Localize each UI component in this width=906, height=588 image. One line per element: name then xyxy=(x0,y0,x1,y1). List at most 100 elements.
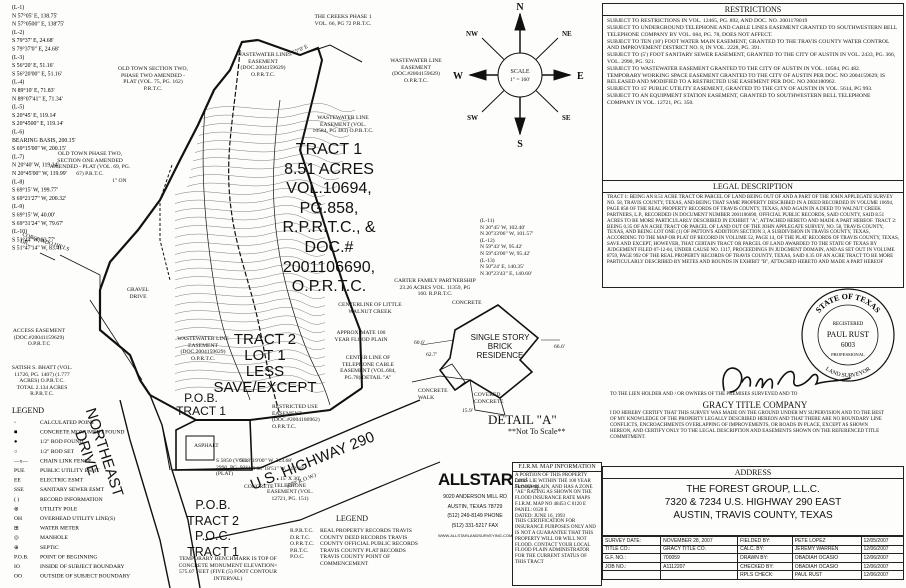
tract2-save-except: SAVE/EXCEPT xyxy=(213,379,317,396)
detail-a-title: DETAIL "A" xyxy=(488,412,557,427)
coronado-hills-line xyxy=(59,254,101,290)
lot-record-label: S 5850 (VOL. 2990, PG. 921) (PLAT) xyxy=(216,458,251,478)
address-title: ADDRESS xyxy=(603,467,903,479)
floodplain-label: APPROXIMATE 100 YEAR FLOOD PLAIN xyxy=(334,330,388,343)
contour-lines xyxy=(174,103,356,393)
contour-line xyxy=(174,205,326,214)
restrictions-title: RESTRICTIONS xyxy=(603,4,903,16)
company-phone: (512) 249-8149 PHONE xyxy=(447,513,503,519)
address-line2: 7320 & 7234 U.S. HIGHWAY 290 EAST xyxy=(664,497,842,508)
benchmark-note: TEMPORARY BENCHMARK IS TOP OF CONCRETE M… xyxy=(178,556,278,582)
legend-label: SEPTIC xyxy=(40,545,59,551)
job-table-cell: 12/06/2007 xyxy=(860,544,905,555)
legend-label: OUTSIDE OF SUBJECT BOUNDARY xyxy=(40,574,130,580)
ww-easement-top: WASTEWATER LINE EASEMENT (DOC.2004159629… xyxy=(237,52,289,78)
ww-easement-right: WASTEWATER LINE EASEMENT (DOC.#200415962… xyxy=(390,58,442,84)
right-call-line: (L-12) xyxy=(480,237,495,244)
right-call-line: N 20°45' W, 102.40' xyxy=(480,224,526,231)
restriction-item: TEMPORARY WORKING SPACE EASEMENT GRANTED… xyxy=(607,72,886,86)
left-call-line: (L-7) xyxy=(12,153,24,160)
concrete-label: CONCRETE xyxy=(244,484,274,490)
right-call-line: N 59°43' W, 95.42' xyxy=(480,244,523,251)
creeks-phase-line xyxy=(299,44,363,63)
job-table-cell: PAUL RUST xyxy=(791,570,862,580)
pob-tract1-b: TRACT 1 xyxy=(176,404,226,418)
house-label: SINGLE STORY BRICK RESIDENCE xyxy=(470,333,530,360)
contour-line xyxy=(174,239,326,248)
floodplain-line xyxy=(202,109,251,401)
scale-value: 1" = 160' xyxy=(510,77,530,83)
contour-line xyxy=(174,196,326,206)
house-c: RESIDENCE xyxy=(476,351,524,360)
legend-items: ◦CALCULATED POINT■CONCRETE MONUMENT FOUN… xyxy=(13,420,130,580)
contour-line xyxy=(174,290,326,299)
contour-line xyxy=(174,213,326,223)
job-table-cell: JEREMY WARREN xyxy=(791,544,862,555)
old-town-one-label: OLD TOWN PHASE TWO, SECTION ONE AMENDED … xyxy=(49,151,131,177)
compass-sw: SW xyxy=(467,114,478,122)
tele-easement-label: 15' X 30' TELEPHONE EASEMENT (VOL. 12721… xyxy=(267,476,313,502)
address-line3: AUSTIN, TRAVIS COUNTY, TEXAS xyxy=(673,510,833,521)
tract1-title: TRACT 1 xyxy=(295,141,363,158)
legal-description-box: LEGAL DESCRIPTION TRACT 1: BEING AN 8.51… xyxy=(602,180,904,288)
legend-symbol: ( ) xyxy=(14,496,19,503)
detail-concrete-label: CONCRETE xyxy=(452,300,482,306)
legend-symbol: SSE xyxy=(14,487,24,493)
legend-label: CALCULATED POINT xyxy=(40,420,95,426)
contour-line xyxy=(174,298,326,308)
left-call-line: (L-4) xyxy=(12,79,24,86)
contour-line xyxy=(174,307,326,316)
cert-company: GRACY TITLE COMPANY xyxy=(702,399,808,410)
left-call-line: (L-6) xyxy=(12,129,24,136)
legend-symbol: P.O.B. xyxy=(14,554,29,560)
pob-tract2-c: P.O.C. xyxy=(195,529,231,543)
cert-text: I DO HEREBY CERTIFY THAT THIS SURVEY WAS… xyxy=(610,410,885,441)
contour-line xyxy=(204,103,356,112)
firm-dated: DATED: JUNE 16, 1993 xyxy=(515,513,565,519)
left-call-line: S 56°20' E, 51.16' xyxy=(12,62,54,69)
legal-text: TRACT 1: BEING AN 8.51 ACRE TRACT OR PAR… xyxy=(607,195,899,265)
tract2-lot xyxy=(175,419,253,471)
gravel-drive-label: GRAVEL DRIVE xyxy=(127,287,149,300)
tract1-doc: DOC.# xyxy=(304,238,354,256)
job-table-cell: OBADIAH OCASIO xyxy=(791,561,862,572)
legend-symbol: ○ xyxy=(14,449,17,455)
left-call-line: N 20°45'00" W, 119.99' xyxy=(12,170,67,177)
northeast-drive-west-edge xyxy=(119,399,171,588)
restriction-item: SUBJECT TO WASTEWATER EASEMENT GRANTED T… xyxy=(607,65,861,72)
contour-line xyxy=(174,375,326,384)
firm-body: A PORTION OF THIS PROPERTY DOES LIE WITH… xyxy=(513,472,601,567)
tract1-acres: 8.51 ACRES xyxy=(284,160,374,178)
tract1-docnum: 2001106690, xyxy=(282,258,376,276)
firm-disclaimer: THIS CERTIFICATION FOR INSURANCE PURPOSE… xyxy=(515,519,596,565)
north-arrow-compass: SCALE 1" = 160' N S W E NE SE NW SW xyxy=(453,2,584,150)
contour-line xyxy=(174,273,326,282)
creeks-phase-label: THE CREEKS PHASE 1 VOL. 66, PG 72 P.R.T.… xyxy=(314,14,372,27)
contour-line xyxy=(202,111,354,121)
job-table-cell: SURVEY DATE: xyxy=(601,536,662,546)
job-table-cell xyxy=(660,570,739,580)
old-town-two-label: OLD TOWN SECTION TWO, PHASE TWO AMENDED … xyxy=(118,66,188,92)
company-address1: 9020 ANDERSON MILL RD xyxy=(443,494,507,500)
legend-symbol: ⊗ xyxy=(14,506,19,512)
legend-symbol: OH xyxy=(14,516,22,522)
legend-label: SANITARY SEWER ESMT xyxy=(40,487,105,493)
left-call-line: S 69°15'00" W, 200.15' xyxy=(12,145,66,152)
tele-centerline-label: CENTER LINE OF TELEPHONE CABLE EASEMENT … xyxy=(340,355,396,381)
gravel-drive-outline xyxy=(159,164,173,281)
legend-symbol: ■ xyxy=(14,430,18,436)
legend-symbol: —x— xyxy=(13,458,28,464)
compass-w: W xyxy=(453,71,463,82)
contour-line xyxy=(174,230,326,240)
legend-symbol: PUE xyxy=(14,468,25,474)
contour-line xyxy=(196,137,348,146)
restriction-item: SUBJECT TO TEN (10') FOOT WATER MAIN EAS… xyxy=(607,38,890,52)
detail-dim1: 60.6' xyxy=(414,340,425,346)
legend-symbol: ◦ xyxy=(14,420,16,426)
firm-map-box: F.I.R.M. MAP INFORMATION A PORTION OF TH… xyxy=(512,462,602,586)
right-call-line: N 20°33'06" W, 101.57' xyxy=(480,231,533,238)
job-table-cell: DRAWN BY: xyxy=(737,553,793,563)
left-call-line: S 20°4500" E, 119.14' xyxy=(12,120,63,127)
concrete-walk-label: CONCRETE WALK xyxy=(418,388,448,401)
